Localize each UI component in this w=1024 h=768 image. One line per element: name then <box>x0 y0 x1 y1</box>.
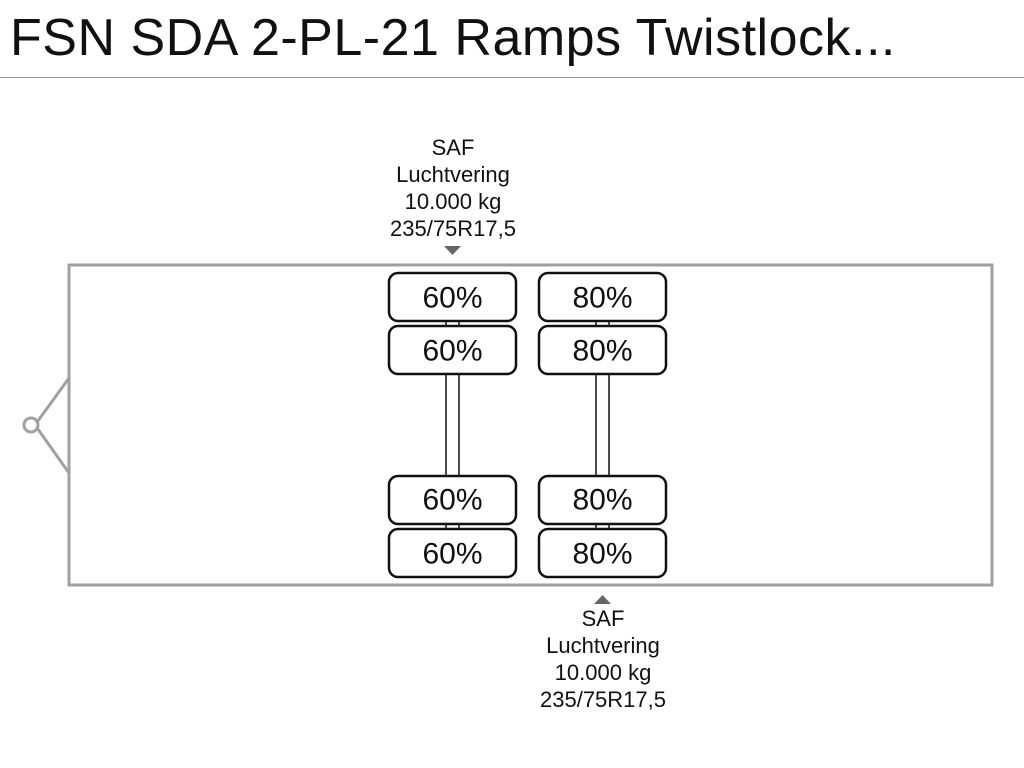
axle-2-label: SAF Luchtvering 10.000 kg 235/75R17,5 <box>503 605 703 713</box>
axle-suspension: Luchtvering <box>546 633 660 658</box>
axle-2-tyre: 80% <box>537 474 668 526</box>
tyre-tread-label: 80% <box>572 335 632 368</box>
tyre-tread-label: 80% <box>572 538 632 571</box>
tyre-tread-label: 60% <box>422 538 482 571</box>
axle-1-tyre: 60% <box>387 271 518 323</box>
trailer-frame <box>67 263 994 587</box>
pointer-up-icon <box>594 595 611 604</box>
axle-1-tyre: 60% <box>387 527 518 579</box>
page-title: FSN SDA 2-PL-21 Ramps Twistlock... <box>10 9 896 67</box>
title-divider <box>0 77 1024 78</box>
axle-2-tyre: 80% <box>537 271 668 323</box>
axle-2-tyre: 80% <box>537 527 668 579</box>
axle-2-tyre: 80% <box>537 324 668 376</box>
axle-1-label: SAF Luchtvering 10.000 kg 235/75R17,5 <box>353 134 553 242</box>
axle-capacity: 10.000 kg <box>404 189 502 214</box>
drawbar <box>33 377 71 474</box>
axle-1-tyre: 60% <box>387 324 518 376</box>
pointer-down-icon <box>444 246 461 255</box>
axle-capacity: 10.000 kg <box>554 660 652 685</box>
tyre-tread-label: 80% <box>572 484 632 517</box>
tyre-tread-label: 60% <box>422 335 482 368</box>
axle-suspension: Luchtvering <box>396 162 510 187</box>
axle-tyre-size: 235/75R17,5 <box>540 687 666 712</box>
tyre-tread-label: 60% <box>422 282 482 315</box>
axle-brand: SAF <box>431 135 475 160</box>
tyre-tread-label: 80% <box>572 282 632 315</box>
axle-brand: SAF <box>581 606 625 631</box>
axle-1-tyre: 60% <box>387 474 518 526</box>
axle-tyre-size: 235/75R17,5 <box>390 216 516 241</box>
tyre-tread-label: 60% <box>422 484 482 517</box>
hitch-point-icon <box>22 416 40 434</box>
